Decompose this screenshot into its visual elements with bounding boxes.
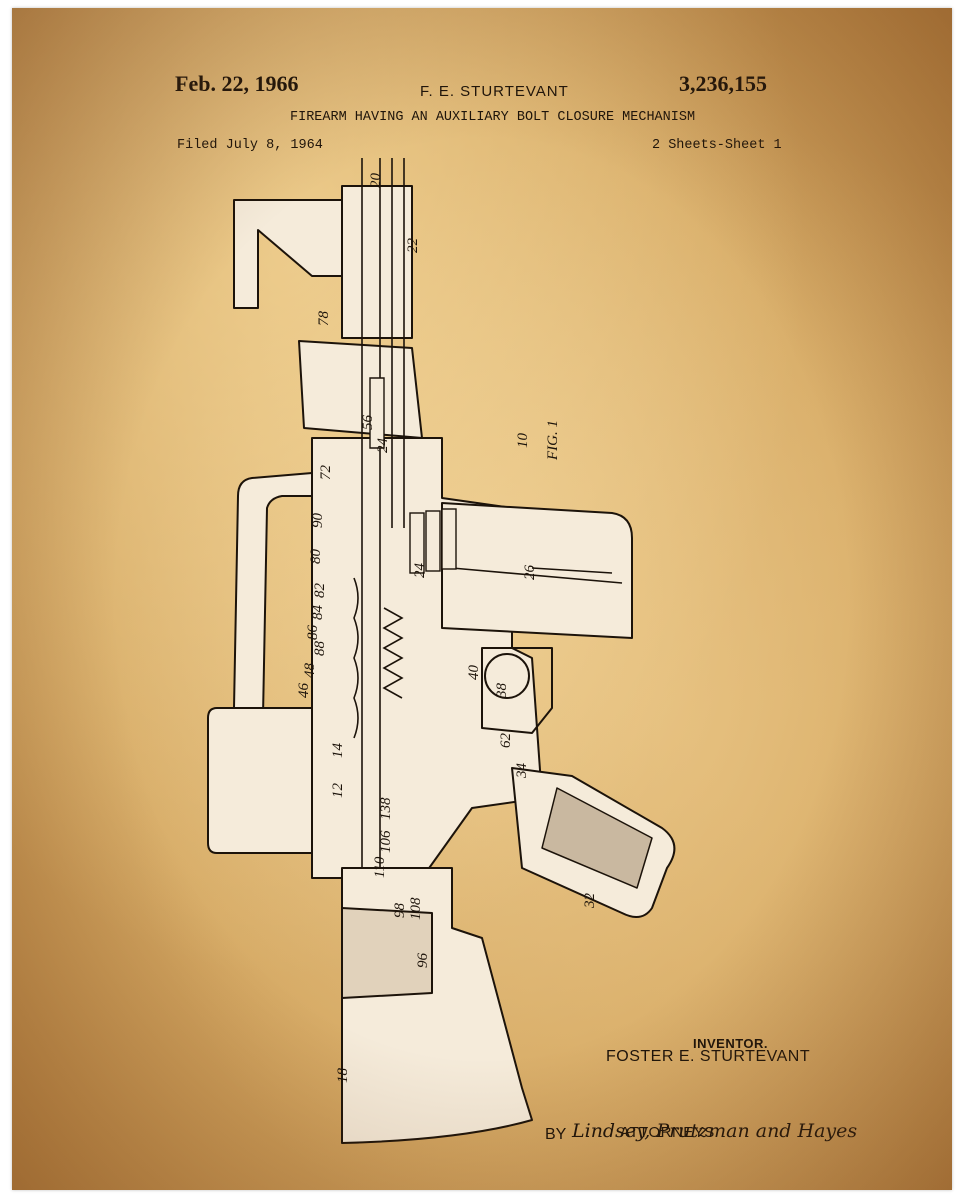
callout: 56 xyxy=(360,415,376,431)
grip-texture xyxy=(541,787,653,889)
cartridge xyxy=(425,510,441,572)
callout: 88 xyxy=(312,641,328,657)
callout: 106 xyxy=(378,830,394,853)
callout: 80 xyxy=(308,549,324,565)
patent-title: FIREARM HAVING AN AUXILIARY BOLT CLOSURE… xyxy=(290,110,696,125)
callout: 14 xyxy=(330,743,346,759)
callout: 26 xyxy=(522,565,538,581)
callout: 90 xyxy=(310,513,326,529)
attorneys-label: ATTORNEYS xyxy=(620,1124,715,1141)
callout: 40 xyxy=(466,665,482,681)
callout: 98 xyxy=(392,903,408,919)
callout: 62 xyxy=(498,733,514,749)
attorneys-signature: Lindsey, Prutzman and Hayes xyxy=(572,1120,858,1142)
by-label: BY xyxy=(545,1126,567,1143)
callout: 84 xyxy=(310,605,326,621)
chambered-round xyxy=(369,377,385,449)
cartridge xyxy=(441,508,457,570)
patent-date: Feb. 22, 1966 xyxy=(175,71,299,96)
callout: 24 xyxy=(412,563,428,579)
callout: 86 xyxy=(305,625,321,641)
rear-sight xyxy=(207,707,313,854)
callout: 110 xyxy=(372,856,388,878)
magazine xyxy=(441,502,633,639)
trigger-guard xyxy=(481,647,553,734)
callout: 20 xyxy=(368,173,384,189)
patent-inventor-header: F. E. STURTEVANT xyxy=(420,83,569,100)
rifle-patent-drawing: FIG. 1 10 20 22 78 56 24 72 90 80 82 84 … xyxy=(207,158,676,1144)
callout: 78 xyxy=(316,311,332,327)
cartridge xyxy=(409,512,425,574)
callout: 82 xyxy=(312,583,328,599)
callout: 96 xyxy=(415,953,431,969)
inventor-label: INVENTOR. xyxy=(693,1036,769,1051)
callout: 12 xyxy=(330,783,346,799)
callout: 72 xyxy=(318,465,334,481)
callout: 138 xyxy=(378,797,394,820)
callout: 46 xyxy=(296,683,312,699)
callout: 32 xyxy=(582,893,598,910)
callout: 24 xyxy=(375,438,391,454)
figure-label: FIG. 1 xyxy=(545,420,561,461)
callout: 38 xyxy=(494,683,510,700)
callout: 22 xyxy=(405,238,421,254)
filed-date: Filed July 8, 1964 xyxy=(177,138,323,153)
patent-sheet: Feb. 22, 1966 F. E. STURTEVANT 3,236,155… xyxy=(12,8,952,1190)
sheet-count: 2 Sheets-Sheet 1 xyxy=(652,138,782,153)
callout: 108 xyxy=(408,897,424,920)
inventor-name: FOSTER E. STURTEVANT xyxy=(606,1048,811,1065)
callout: 48 xyxy=(302,663,318,679)
stock-cutaway xyxy=(341,907,433,999)
front-sight xyxy=(233,199,343,309)
trigger-guard-loop xyxy=(484,653,530,699)
callout: 34 xyxy=(514,763,530,780)
gas-block xyxy=(341,185,413,339)
patent-number: 3,236,155 xyxy=(679,71,767,96)
ref-main: 10 xyxy=(515,433,531,449)
upper-receiver xyxy=(311,437,543,879)
callout: 18 xyxy=(335,1068,351,1084)
